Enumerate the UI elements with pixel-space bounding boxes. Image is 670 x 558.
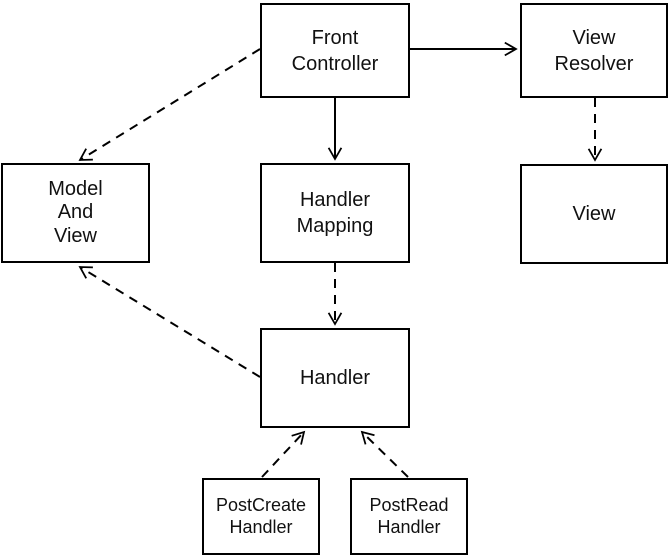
node-view: View <box>520 164 668 264</box>
arrow-post-create-handler-to-handler <box>261 430 306 478</box>
arrow-handler-to-model-and-view <box>78 266 261 378</box>
node-handler-mapping: Handler Mapping <box>260 163 410 263</box>
node-model-and-view: Model And View <box>1 163 150 263</box>
node-view-resolver: View Resolver <box>520 3 668 98</box>
arrow-front-controller-to-model-and-view <box>78 48 261 161</box>
node-post-create-handler: PostCreate Handler <box>202 478 320 555</box>
node-handler: Handler <box>260 328 410 428</box>
arrow-post-read-handler-to-handler <box>360 430 409 478</box>
node-post-read-handler: PostRead Handler <box>350 478 468 555</box>
node-front-controller: Front Controller <box>260 3 410 98</box>
